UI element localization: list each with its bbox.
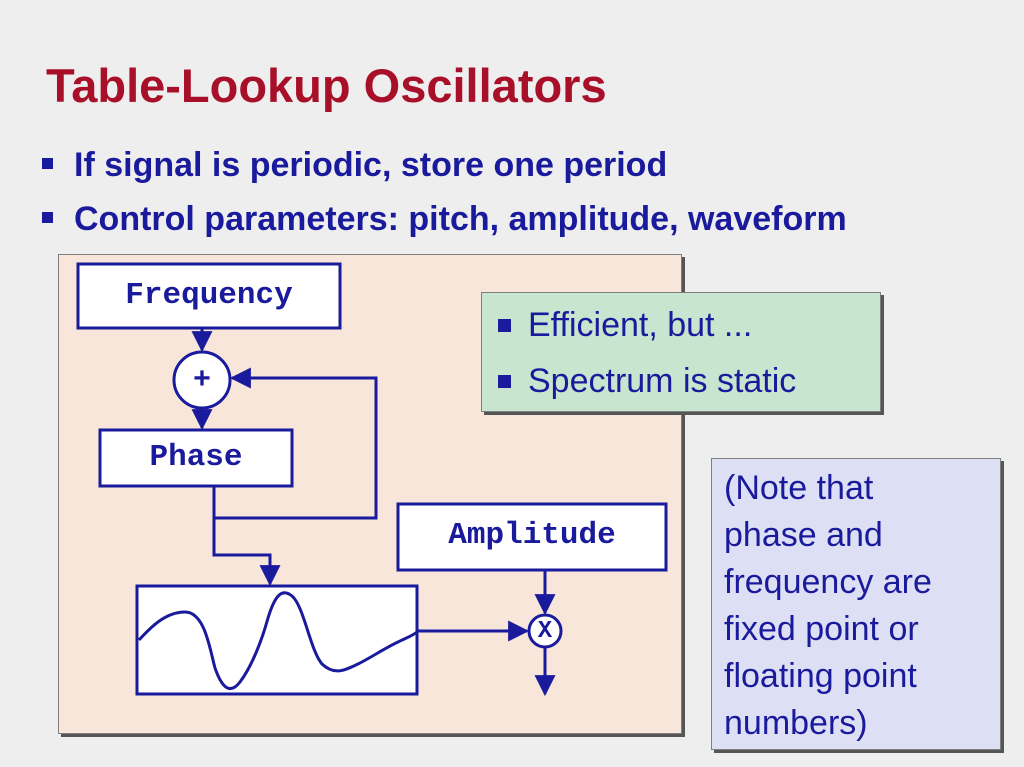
frequency-box [76, 262, 342, 330]
note-item: Efficient, but ... [498, 299, 880, 355]
note-item-text: Spectrum is static [528, 362, 797, 400]
amplitude-box [396, 502, 668, 572]
bullet-item: Control parameters: pitch, amplitude, wa… [40, 200, 1024, 254]
adder-symbol: + [192, 364, 211, 398]
efficiency-note: Efficient, but ... Spectrum is static [481, 292, 881, 412]
bullet-text: Control parameters: pitch, amplitude, wa… [74, 200, 847, 238]
bullet-text: If signal is periodic, store one period [74, 146, 668, 184]
amplitude-label: Amplitude [448, 518, 616, 553]
note-item-text: Efficient, but ... [528, 306, 753, 344]
bullet-item: If signal is periodic, store one period [40, 146, 1024, 200]
square-bullet-icon [42, 158, 53, 169]
phase-label: Phase [149, 440, 243, 475]
fixed-point-note: (Note that phase and frequency are fixed… [711, 458, 1001, 750]
multiplier-symbol: X [537, 618, 553, 645]
square-bullet-icon [498, 375, 511, 388]
waveform-line [137, 591, 418, 691]
note-item: Spectrum is static [498, 355, 880, 411]
square-bullet-icon [42, 212, 53, 223]
wavetable-box [135, 584, 419, 696]
phase-to-table-arrow [212, 518, 281, 587]
slide-title: Table-Lookup Oscillators [46, 59, 607, 112]
square-bullet-icon [498, 319, 511, 332]
frequency-label: Frequency [125, 278, 293, 313]
phase-feedback-arrow [212, 367, 378, 520]
bullet-list: If signal is periodic, store one period … [40, 146, 1024, 254]
